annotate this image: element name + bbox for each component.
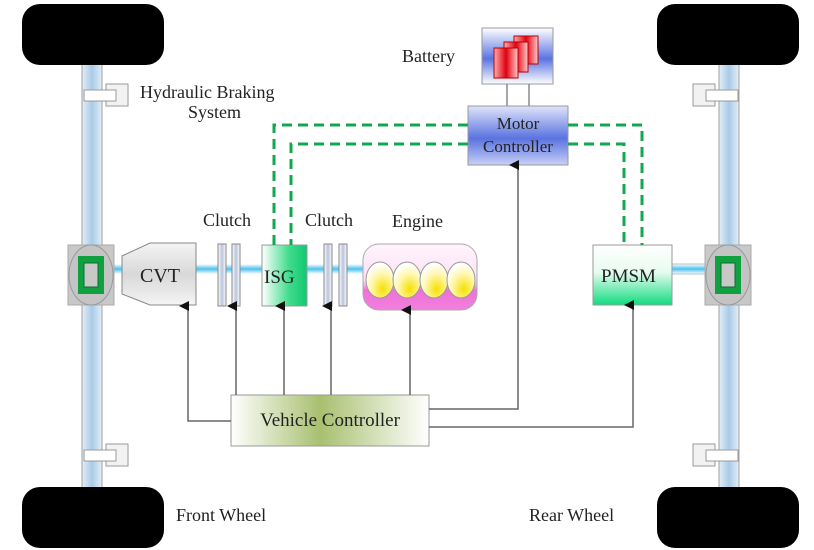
hydraulic-braking-label-1: Hydraulic Braking <box>140 82 274 102</box>
brake-front-bottom <box>83 443 129 467</box>
rear-wheel-label: Rear Wheel <box>529 505 614 525</box>
front-wheel-bottom <box>22 487 164 548</box>
control-lines <box>179 160 634 428</box>
power-lines <box>272 123 644 245</box>
isg-block: ISG <box>261 244 308 307</box>
clutch-right-label: Clutch <box>305 210 353 230</box>
cvt-block: CVT <box>121 242 197 306</box>
rear-wheel-top <box>657 4 799 65</box>
clutch-right <box>323 243 348 307</box>
battery-icon <box>493 35 539 79</box>
piston <box>392 261 422 299</box>
engine-label: Engine <box>392 211 443 231</box>
clutch-left-label: Clutch <box>203 210 251 230</box>
front-wheel-label: Front Wheel <box>176 505 266 525</box>
clutch-left <box>217 243 241 307</box>
brake-rear-bottom <box>692 443 739 467</box>
isg-label: ISG <box>264 267 295 288</box>
brake-front-top <box>83 83 129 107</box>
rear-wheel-bottom <box>657 487 799 548</box>
hydraulic-braking-label-2: System <box>188 102 241 122</box>
cvt-label: CVT <box>140 265 180 287</box>
pmsm-block: PMSM <box>592 244 673 306</box>
piston <box>419 261 449 299</box>
front-wheel-top <box>22 4 164 65</box>
pmsm-label: PMSM <box>601 266 656 287</box>
piston <box>365 261 395 299</box>
brake-rear-top <box>692 83 739 107</box>
rear-differential <box>704 244 752 306</box>
piston <box>446 261 476 299</box>
vehicle-controller-label: Vehicle Controller <box>260 410 400 431</box>
motor-controller-label-1: Motor <box>497 114 540 133</box>
motor-controller-block: Motor Controller <box>467 105 569 166</box>
battery-label: Battery <box>402 46 455 66</box>
front-differential <box>67 244 115 306</box>
battery-block <box>481 27 554 85</box>
engine-block <box>362 243 478 311</box>
motor-controller-label-2: Controller <box>483 137 553 156</box>
vehicle-controller-block: Vehicle Controller <box>230 394 430 447</box>
